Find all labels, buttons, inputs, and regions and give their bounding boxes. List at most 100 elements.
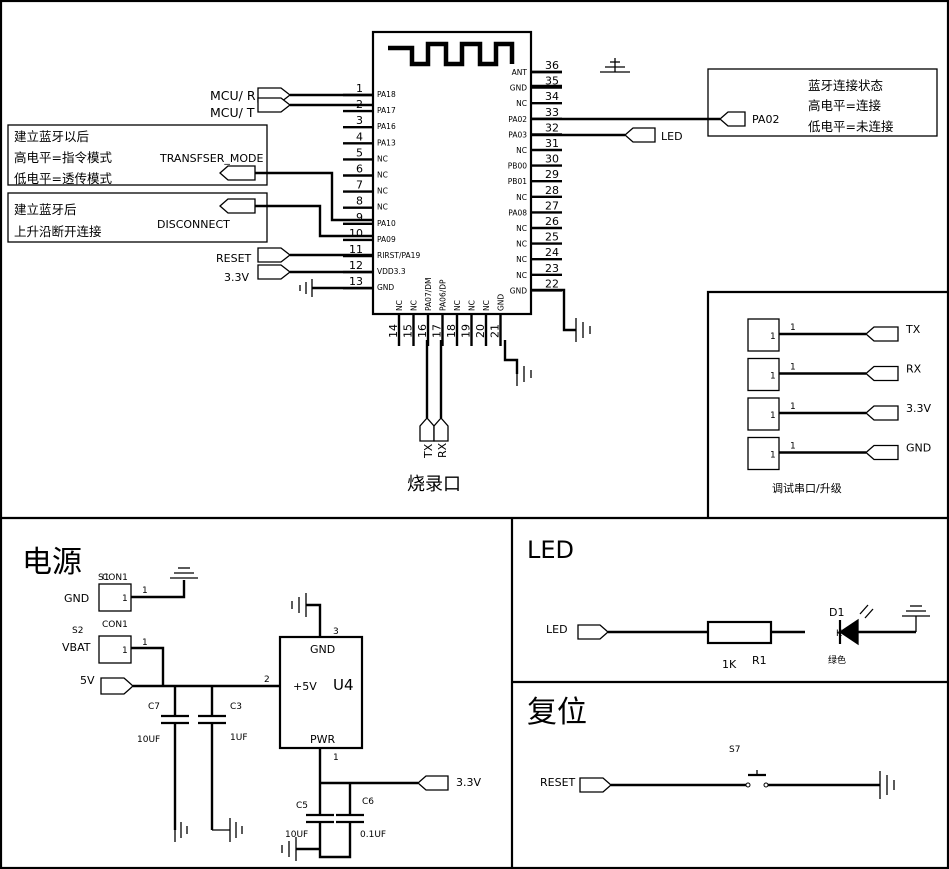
svg-text:10UF: 10UF <box>137 735 160 745</box>
pin-name: GND <box>510 286 527 295</box>
pin-number: 21 <box>489 324 502 338</box>
pin-name: NC <box>516 193 527 202</box>
pin-name: NC <box>377 203 388 212</box>
status-note: PA02 蓝牙连接状态 高电平=连接 低电平=未连接 <box>707 68 938 137</box>
pin-number: 25 <box>545 231 559 244</box>
connector-pin-number: 1 <box>790 323 796 333</box>
reset-section: 复位 RESET S7 <box>527 695 895 799</box>
ground-icon <box>575 318 591 342</box>
ground-icon <box>170 567 198 579</box>
pin-name: NC <box>395 300 404 311</box>
svg-text:R1: R1 <box>752 654 767 667</box>
connector-net-label: TX <box>905 323 921 336</box>
pin-name: NC <box>377 154 388 163</box>
port-icon <box>219 198 256 214</box>
pin-name: PA16 <box>377 122 396 131</box>
port-icon <box>577 624 609 640</box>
pin-name: NC <box>377 187 388 196</box>
connector-pin-box-label: 1 <box>770 451 776 461</box>
net-transfser-mode: TRANSFSER_MODE <box>159 152 263 165</box>
pin-name: NC <box>516 99 527 108</box>
port-icon <box>865 326 899 342</box>
svg-text:1: 1 <box>333 753 339 763</box>
pin-number: 3 <box>356 114 363 127</box>
pin-number: 34 <box>545 90 559 103</box>
svg-text:0.1UF: 0.1UF <box>360 830 386 840</box>
pin-number: 24 <box>545 246 559 259</box>
port-icon <box>219 165 256 181</box>
svg-text:C7: C7 <box>148 702 160 712</box>
port-icon <box>417 775 449 791</box>
pin-name: PA06/DP <box>439 279 448 311</box>
programming-port: TX RX 烧录口 <box>407 340 532 495</box>
svg-text:+5V: +5V <box>293 680 317 693</box>
pin-name: NC <box>468 300 477 311</box>
connector-pin-number: 1 <box>790 442 796 452</box>
pin-number: 11 <box>349 243 363 256</box>
ground-icon <box>879 771 895 799</box>
svg-text:1: 1 <box>122 646 128 656</box>
pin-number: 30 <box>545 153 559 166</box>
pin-number: 15 <box>402 324 415 338</box>
connector-net-label: 3.3V <box>906 402 931 415</box>
svg-text:C5: C5 <box>296 801 308 811</box>
debug-port-label: 调试串口/升级 <box>772 482 842 495</box>
net-5v: 5V <box>80 674 95 687</box>
pin-name: NC <box>482 300 491 311</box>
svg-text:S7: S7 <box>729 745 740 755</box>
pin-name: NC <box>453 300 462 311</box>
pin-number: 6 <box>356 163 363 176</box>
pin-name: PA08 <box>508 208 527 217</box>
pin-name: PA10 <box>377 219 396 228</box>
svg-text:上升沿断开连接: 上升沿断开连接 <box>14 224 102 239</box>
svg-text:建立蓝牙后: 建立蓝牙后 <box>14 202 77 217</box>
ground-icon <box>291 593 307 617</box>
pin-name: NC <box>516 255 527 264</box>
pin-number: 27 <box>545 199 559 212</box>
svg-text:1: 1 <box>142 638 148 648</box>
pin-name: ANT <box>512 68 528 77</box>
disconnect-note: 建立蓝牙后 上升沿断开连接 DISCONNECT <box>7 192 373 243</box>
svg-text:S1: S1 <box>98 573 109 583</box>
net-mcu-t: MCU/ T <box>210 105 255 120</box>
port-icon <box>257 97 292 113</box>
pin-number: 18 <box>445 324 458 338</box>
port-icon <box>624 127 656 143</box>
pin-number: 10 <box>349 227 363 240</box>
pin-name: PA18 <box>377 90 396 99</box>
pin-name: NC <box>410 300 419 311</box>
pin-name: VDD3.3 <box>377 267 406 276</box>
svg-text:2: 2 <box>264 675 270 685</box>
pin-name: NC <box>377 171 388 180</box>
prog-port-label: 烧录口 <box>407 474 461 495</box>
connector-pin-box-label: 1 <box>770 332 776 342</box>
pin-number: 20 <box>474 324 487 338</box>
pin-number: 14 <box>387 324 400 338</box>
power-section: 电源 S1 CON1 GND 1 1 S2 CON1 VBAT 1 1 5V 2… <box>22 545 481 861</box>
net-3v3-out: 3.3V <box>456 776 481 789</box>
pin-number: 35 <box>545 75 559 88</box>
connector-net-label: RX <box>906 363 922 376</box>
svg-text:建立蓝牙以后: 建立蓝牙以后 <box>14 129 89 144</box>
net-reset-in: RESET <box>540 776 576 789</box>
reset-title: 复位 <box>527 695 587 730</box>
u4-ref: U4 <box>333 676 354 694</box>
port-icon <box>257 264 292 280</box>
pin-name: NC <box>516 240 527 249</box>
svg-text:高电平=连接: 高电平=连接 <box>808 98 881 113</box>
svg-text:蓝牙连接状态: 蓝牙连接状态 <box>808 78 883 93</box>
port-icon <box>865 365 899 382</box>
ground-icon <box>902 605 930 632</box>
pin-name: PA09 <box>377 235 396 244</box>
pin-number: 4 <box>356 130 363 143</box>
port-icon <box>579 777 612 793</box>
pin-name: NC <box>516 224 527 233</box>
module-right-pins: 36ANT35GND34NC33PA0232PA0331NC30PB0029PB… <box>508 59 562 295</box>
pin-number: 17 <box>431 324 444 338</box>
pin-name: NC <box>516 271 527 280</box>
resistor-icon <box>706 620 773 645</box>
connector-pin-number: 1 <box>790 363 796 373</box>
